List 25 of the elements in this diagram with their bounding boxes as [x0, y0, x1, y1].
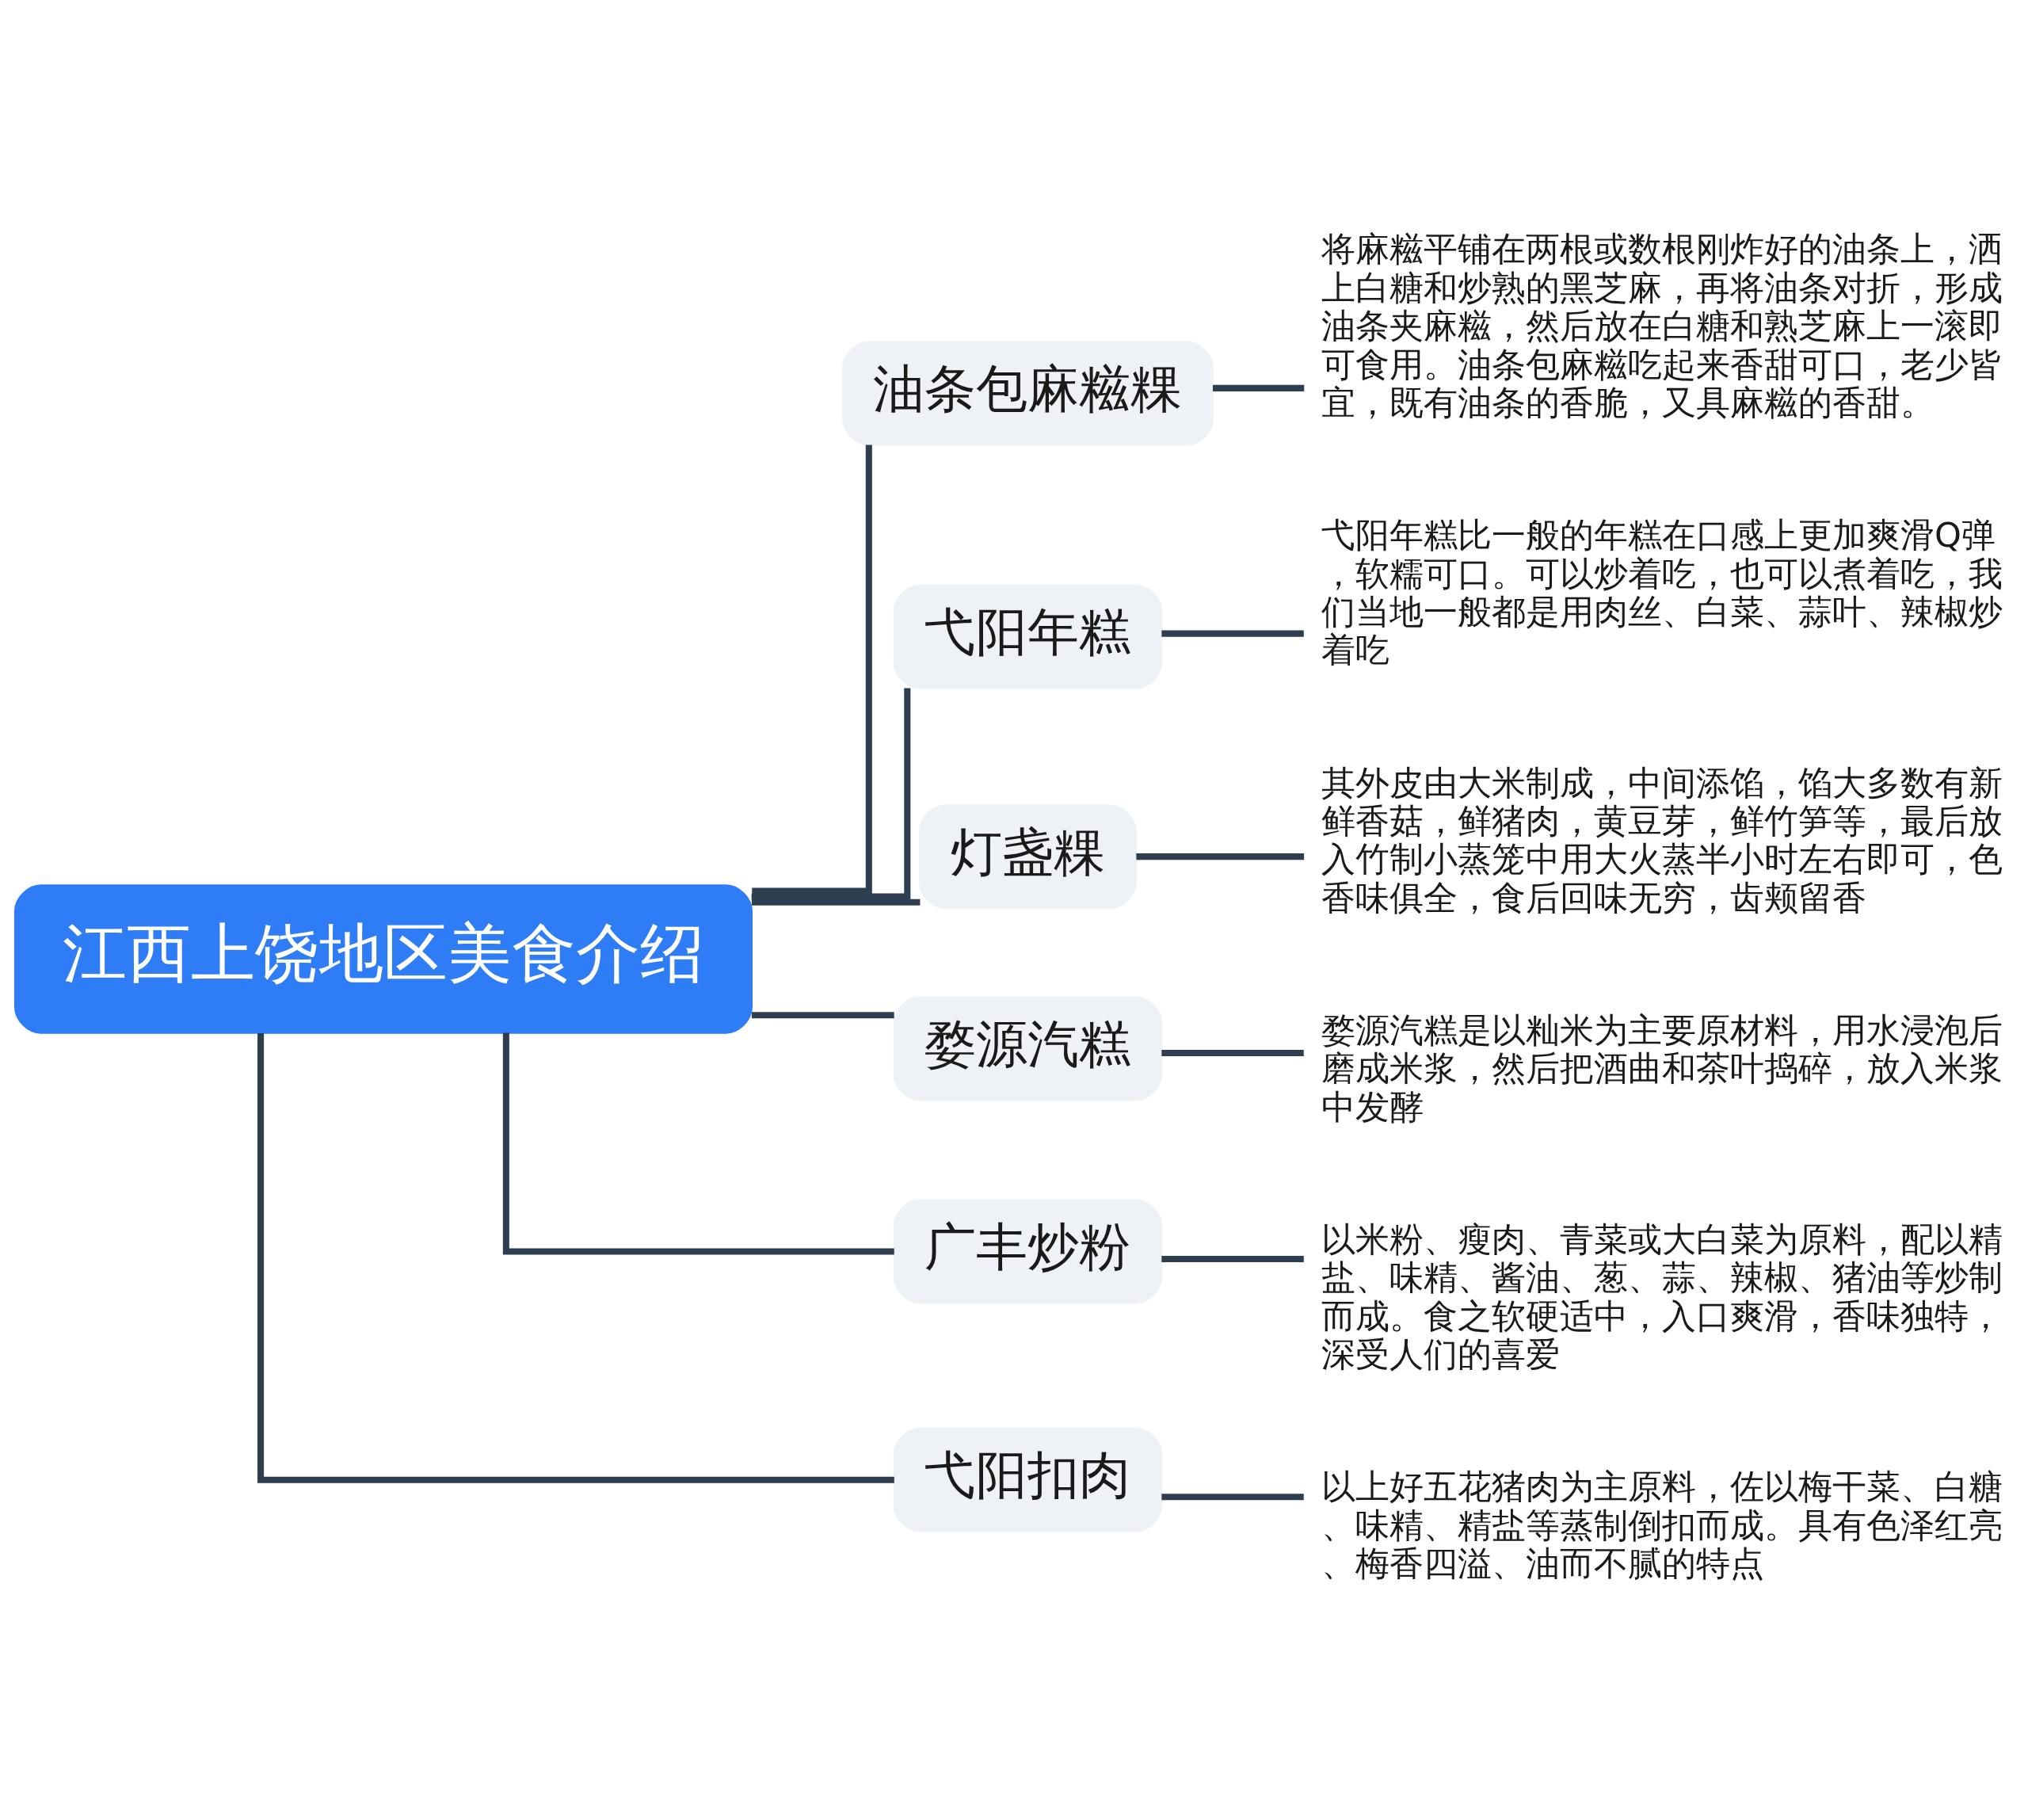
- node-box: 弋阳扣肉: [893, 1427, 1163, 1532]
- connector: [751, 899, 921, 906]
- node-text: 以上好五花猪肉为主原料，佐以梅干菜、白糖、味精、精盐等蒸制倒扣而成。具有色泽红亮、梅香四溢、油而不腻的特点: [1321, 1467, 2003, 1584]
- node-text: 以米粉、瘦肉、青菜或大白菜为原料，配以精盐、味精、酱油、葱、蒜、辣椒、猪油等炒制而成。食之软硬适中，入口爽滑，香味独特，深受人们的喜爱: [1321, 1219, 2003, 1375]
- node-box: 婺源汽糕: [893, 996, 1163, 1101]
- connector: [502, 1032, 894, 1255]
- connector: [752, 445, 872, 895]
- connector: [1161, 1049, 1304, 1057]
- node-text: 将麻糍平铺在两根或数根刚炸好的油条上，洒上白糖和炒熟的黑芝麻，再将油条对折，形成油条夹麻糍，然后放在白糖和熟芝麻上一滚即可食用。油条包麻糍吃起来香甜可口，老少皆宜，既有油条的香脆，又具麻糍的香甜。: [1321, 229, 2003, 422]
- connector: [1161, 630, 1304, 637]
- node-text: 婺源汽糕是以籼米为主要原材料，用水浸泡后磨成米浆，然后把酒曲和茶叶捣碎，放入米浆中发酵: [1321, 1009, 2003, 1127]
- connector: [1161, 1255, 1304, 1262]
- connector: [1136, 853, 1305, 860]
- node-box: 油条包麻糍粿: [842, 341, 1214, 446]
- node-text: 其外皮由大米制成，中间添馅，馅大多数有新鲜香菇，鲜猪肉，黄豆芽，鲜竹笋等，最后放入竹制小蒸笼中用大火蒸半小时左右即可，色香味俱全，食后回味无穷，齿颊留香: [1321, 762, 2003, 918]
- connector: [751, 688, 911, 900]
- connector: [1212, 384, 1305, 391]
- node-text: 弋阳年糕比一般的年糕在口感上更加爽滑Q弹，软糯可口。可以炒着吃，也可以煮着吃，我们当地一般都是用肉丝、白菜、蒜叶、辣椒炒着吃: [1321, 515, 2003, 670]
- node-box: 灯盏粿: [919, 804, 1137, 910]
- connector: [1161, 1494, 1304, 1501]
- connector: [257, 1032, 894, 1483]
- node-box: 广丰炒粉: [893, 1199, 1163, 1304]
- connector: [751, 1012, 894, 1019]
- node-box: 江西上饶地区美食介绍: [13, 884, 753, 1034]
- node-box: 弋阳年糕: [893, 584, 1163, 689]
